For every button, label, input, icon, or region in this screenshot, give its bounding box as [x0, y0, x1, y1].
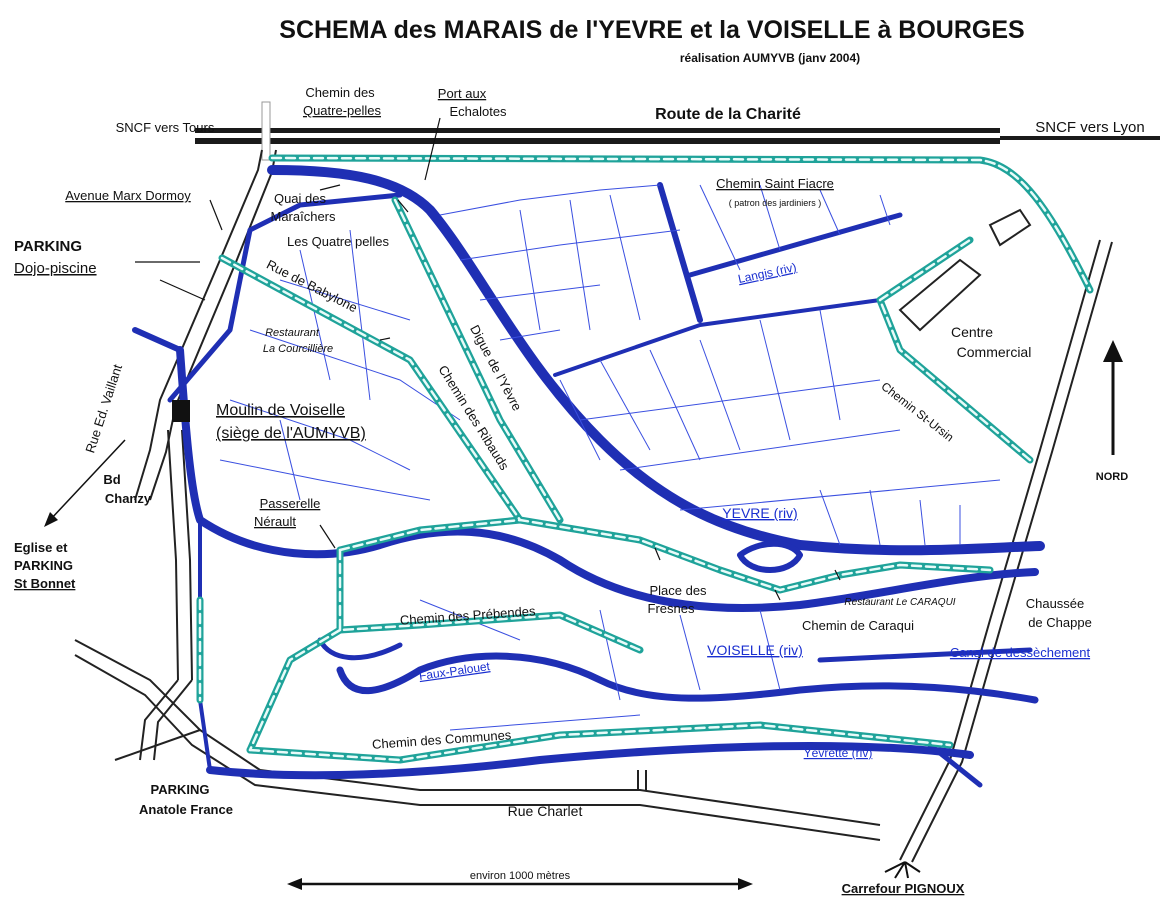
- label-chemin-quatre-pelles-2: Quatre-pelles: [303, 103, 382, 118]
- label-rue-charlet: Rue Charlet: [508, 803, 583, 819]
- label-avenue-marx-dormoy: Avenue Marx Dormoy: [65, 188, 191, 203]
- label-parking-anatole-1: PARKING: [151, 782, 210, 797]
- scale-bar: [287, 878, 753, 890]
- label-carrefour: Carrefour PIGNOUX: [842, 881, 965, 896]
- river-yevre: [267, 165, 1045, 556]
- north-label: NORD: [1096, 471, 1128, 483]
- river-langis: [657, 182, 703, 323]
- river-voiselle: [176, 346, 1039, 612]
- label-eglise-2: PARKING: [14, 558, 73, 573]
- label-route-charite: Route de la Charité: [655, 106, 801, 123]
- label-parking-dojo-1: PARKING: [14, 238, 82, 255]
- river-yevrette: [206, 741, 974, 780]
- label-centre-commercial-2: Commercial: [957, 344, 1032, 360]
- label-eglise-1: Eglise et: [14, 540, 68, 555]
- label-pointers: [135, 117, 841, 601]
- label-restaurant-courcilliere-1: Restaurant: [265, 327, 320, 339]
- map-subtitle: réalisation AUMYVB (janv 2004): [680, 51, 860, 65]
- channel-grid: [219, 184, 1001, 731]
- label-yevrette: Yèvrette (riv): [804, 746, 873, 760]
- label-sncf-lyon: SNCF vers Lyon: [1035, 119, 1144, 136]
- scale-label: environ 1000 mètres: [470, 870, 571, 882]
- label-bd-chanzy-2: Chanzy: [105, 491, 152, 506]
- label-parking-anatole-2: Anatole France: [139, 802, 233, 817]
- label-bd-chanzy-1: Bd: [103, 472, 120, 487]
- label-place-fresnes-1: Place des: [649, 583, 707, 598]
- label-chemin-quatre-pelles-1: Chemin des: [305, 85, 375, 100]
- north-arrow: [1103, 340, 1123, 455]
- label-quai-maraichers-1: Quai des: [274, 191, 327, 206]
- canal-dessechement: [817, 647, 1033, 663]
- label-patron-jardiniers: ( patron des jardiniers ): [729, 198, 822, 208]
- carrefour-marker: [884, 861, 921, 879]
- label-sncf-tours: SNCF vers Tours: [116, 120, 215, 135]
- label-chemin-caraqui: Chemin de Caraqui: [802, 618, 914, 633]
- label-place-fresnes-2: Fresnes: [648, 601, 695, 616]
- label-passerelle-1: Passerelle: [260, 496, 321, 511]
- label-moulin-1: Moulin de Voiselle: [216, 402, 345, 419]
- label-quai-maraichers-2: Maraîchers: [270, 209, 336, 224]
- label-port-echalotes-2: Echalotes: [449, 104, 507, 119]
- label-port-echalotes-1: Port aux: [438, 86, 487, 101]
- label-quatre-pelles: Les Quatre pelles: [287, 234, 389, 249]
- label-restaurant-caraqui: Restaurant Le CARAQUI: [844, 597, 955, 608]
- walking-paths: [196, 154, 1094, 764]
- label-chaussee-2: de Chappe: [1028, 615, 1092, 630]
- moulin-marker: [172, 400, 190, 422]
- eglise-arrow: [44, 439, 126, 527]
- label-moulin-2: (siège de l'AUMYVB): [216, 425, 366, 442]
- label-yevre: YEVRE (riv): [722, 505, 797, 521]
- label-voiselle: VOISELLE (riv): [707, 642, 803, 658]
- river-faux-palouet: [336, 652, 1039, 704]
- label-parking-dojo-2: Dojo-piscine: [14, 260, 97, 277]
- label-canal: Canal de dessèchement: [950, 645, 1091, 660]
- label-rue-ed-vaillant: Rue Ed. Vaillant: [82, 362, 125, 455]
- rail-bridge: [261, 101, 271, 161]
- label-chemin-saint-fiacre: Chemin Saint Fiacre: [716, 176, 834, 191]
- railway: [195, 128, 1160, 144]
- label-centre-commercial-1: Centre: [951, 324, 993, 340]
- label-passerelle-2: Nérault: [254, 514, 296, 529]
- label-restaurant-courcilliere-2: La Courcillière: [263, 343, 333, 355]
- label-eglise-3: St Bonnet: [14, 576, 76, 591]
- label-langis: Langis (riv): [737, 260, 798, 286]
- map-title: SCHEMA des MARAIS de l'YEVRE et la VOISE…: [279, 16, 1024, 44]
- label-chaussee-1: Chaussée: [1026, 596, 1085, 611]
